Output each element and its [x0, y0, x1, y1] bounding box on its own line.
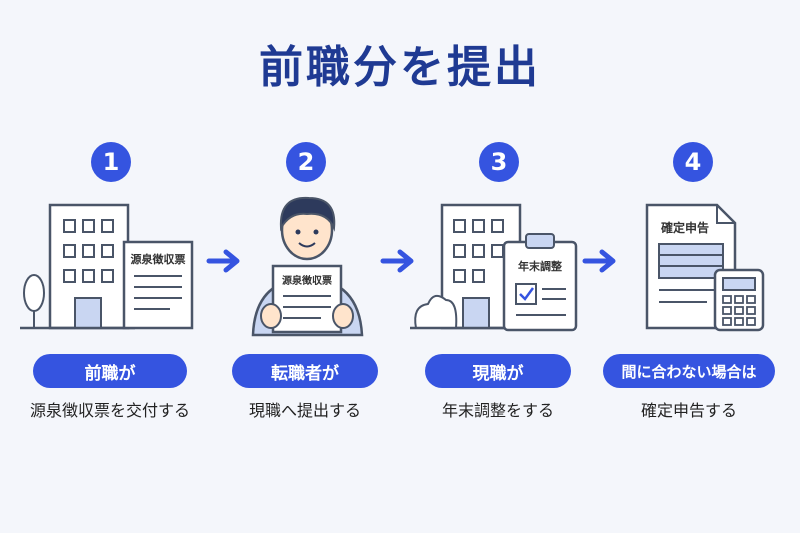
step-3-actor-pill: 現職が — [425, 354, 571, 388]
withholding-slip-icon: 源泉徴収票 — [122, 240, 194, 330]
step-2-action: 現職へ提出する — [248, 401, 361, 420]
right-arrow-icon — [206, 249, 240, 273]
step-number-3: 3 — [479, 142, 519, 182]
person-holding-document-icon: 源泉徴収票 — [251, 196, 364, 337]
step-2-illustration: 源泉徴収票 — [251, 196, 364, 337]
step-2-doc-label: 源泉徴収票 — [282, 274, 332, 287]
calculator-icon — [713, 268, 765, 332]
step-3-doc-label: 年末調整 — [518, 259, 562, 273]
page-title: 前職分を提出 — [259, 42, 541, 93]
step-1-actor-pill: 前職が — [33, 354, 187, 388]
step-number-4: 4 — [673, 142, 713, 182]
office-building-icon — [20, 203, 135, 330]
step-1-doc-label: 源泉徴収票 — [131, 252, 186, 266]
step-3-illustration: 年末調整 — [410, 203, 578, 332]
step-4-illustration: 確定申告 — [645, 203, 765, 332]
step-4-action: 確定申告する — [640, 401, 737, 420]
step-2-actor-pill: 転職者が — [232, 354, 378, 388]
withholding-slip-icon: 源泉徴収票 — [271, 264, 343, 334]
step-1-action: 源泉徴収票を交付する — [29, 401, 190, 420]
step-3-action: 年末調整をする — [441, 401, 554, 420]
right-arrow-icon — [380, 249, 414, 273]
right-arrow-icon — [582, 249, 616, 273]
step-number-2: 2 — [286, 142, 326, 182]
clipboard-check-icon: 年末調整 — [502, 233, 578, 332]
step-number-1: 1 — [91, 142, 131, 182]
step-4-actor-pill: 間に合わない場合は — [603, 354, 775, 388]
step-4-doc-label: 確定申告 — [661, 220, 709, 235]
step-1-illustration: 源泉徴収票 — [20, 203, 194, 330]
